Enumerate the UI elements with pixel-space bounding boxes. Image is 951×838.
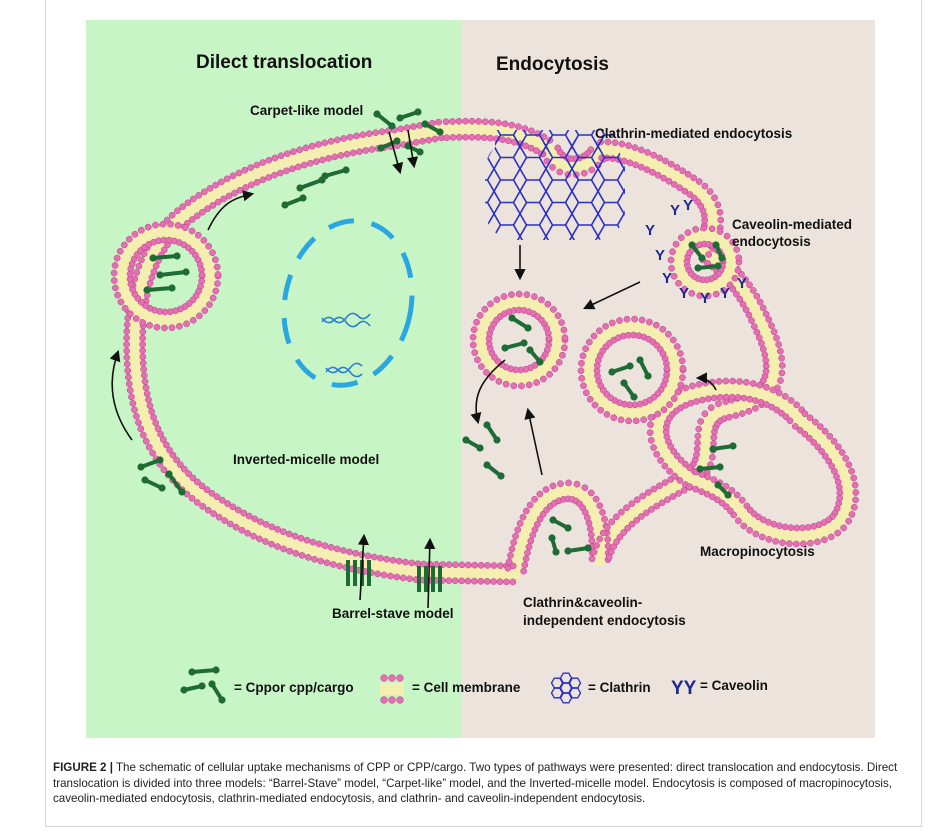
caveolin-y-2: Y (662, 270, 672, 287)
cargo-25 (483, 461, 505, 480)
independent-label-1: Clathrin&caveolin- (523, 595, 642, 610)
clathrin-mediated-label: Clathrin-mediated endocytosis (595, 126, 792, 141)
dna-helix-top (321, 312, 371, 324)
vesicle-clathrin (469, 290, 569, 390)
cargo-12 (141, 476, 166, 492)
legend: = Cppor cpp/cargo = Cell membrane = Clat… (180, 666, 768, 704)
dna-helix-top-strand (321, 316, 371, 328)
legend-cargo-b (180, 682, 206, 694)
dna-helix-bottom (325, 362, 363, 374)
caveolin-y-7: Y (670, 202, 680, 219)
vesicle-macro (577, 315, 687, 425)
right-panel-title: Endocytosis (496, 54, 609, 75)
cargo-30 (696, 463, 724, 473)
cargo-2 (421, 120, 444, 136)
cargo-5 (281, 194, 307, 209)
cargo-11 (137, 456, 164, 471)
legend-clathrin-label: = Clathrin (588, 680, 651, 695)
caveolin-y-1: Y (655, 247, 665, 264)
cargo-23 (462, 436, 484, 452)
cell-membrane-group (110, 117, 860, 586)
cargo-3 (377, 137, 401, 152)
caveolin-mediated-label-1: Caveolin-mediated (732, 217, 852, 232)
barrel-stave-pore-2 (417, 566, 442, 592)
clathrin-lattice (485, 130, 625, 240)
macropinocytosis-label: Macropinocytosis (700, 544, 815, 559)
left-panel-title: Dilect translocation (196, 52, 372, 73)
caveolin-y-8: Y (683, 197, 693, 214)
cargo-31 (714, 481, 732, 499)
legend-cargo-c (208, 680, 226, 704)
cargo-10 (143, 284, 176, 294)
nucleus-envelope (281, 218, 415, 388)
cargo-13 (165, 470, 186, 496)
cargo-29 (709, 442, 737, 453)
independent-label-2: independent endocytosis (523, 613, 686, 628)
caveolin-y-0: Y (645, 222, 655, 239)
legend-caveolin-label: = Caveolin (700, 678, 768, 693)
cargo-8 (149, 252, 181, 262)
legend-caveolin-icon: YY (671, 678, 697, 699)
macropinocytosis-lobe (646, 377, 860, 548)
cargo-22 (694, 262, 722, 272)
cpp-cargo-group (137, 108, 737, 556)
figure-frame (45, 0, 922, 827)
caption-text: The schematic of cellular uptake mechani… (53, 761, 898, 805)
legend-clathrin-icon (550, 672, 582, 704)
cargo-18 (620, 379, 638, 401)
legend-membrane-icon (380, 674, 404, 704)
pathway-arrows (109, 129, 717, 609)
caveolin-y-5: Y (720, 285, 730, 302)
cargo-24 (483, 421, 501, 444)
cargo-14 (508, 314, 532, 332)
vesicle-caveolin-pit (667, 224, 743, 300)
legend-cargo-label: = Cppor cpp/cargo (234, 680, 354, 695)
main-cell-membrane (123, 117, 786, 586)
caveolin-y-6: Y (737, 275, 747, 292)
carpet-like-label: Carpet-like model (250, 103, 363, 118)
cargo-1 (396, 108, 422, 122)
barrel-stave-label: Barrel-stave model (332, 606, 454, 621)
cargo-17 (608, 362, 634, 376)
caption-label: FIGURE 2 | (53, 761, 113, 774)
legend-cargo-a (188, 666, 220, 676)
legend-cargo-icon (180, 666, 226, 704)
cargo-7 (321, 166, 350, 180)
cargo-27 (548, 534, 560, 556)
cargo-19 (636, 356, 652, 380)
cargo-15 (501, 339, 528, 352)
cargo-26 (549, 516, 572, 532)
caveolin-y-3: Y (679, 285, 689, 302)
cargo-20 (688, 241, 706, 262)
cargo-9 (156, 268, 190, 279)
legend-membrane-label: = Cell membrane (412, 680, 521, 695)
cargo-21 (712, 241, 726, 262)
cargo-28 (564, 544, 592, 555)
cargo-16 (526, 346, 544, 366)
inverted-micelle-label: Inverted-micelle model (233, 452, 379, 467)
cargo-0 (373, 110, 396, 130)
dna-helix-bottom-strand (325, 366, 363, 378)
caveolin-mediated-label-2: endocytosis (732, 234, 811, 249)
vesicle-left (110, 220, 222, 332)
figure-caption: FIGURE 2 | The schematic of cellular upt… (53, 760, 913, 807)
caveolin-y-4: Y (700, 290, 710, 307)
